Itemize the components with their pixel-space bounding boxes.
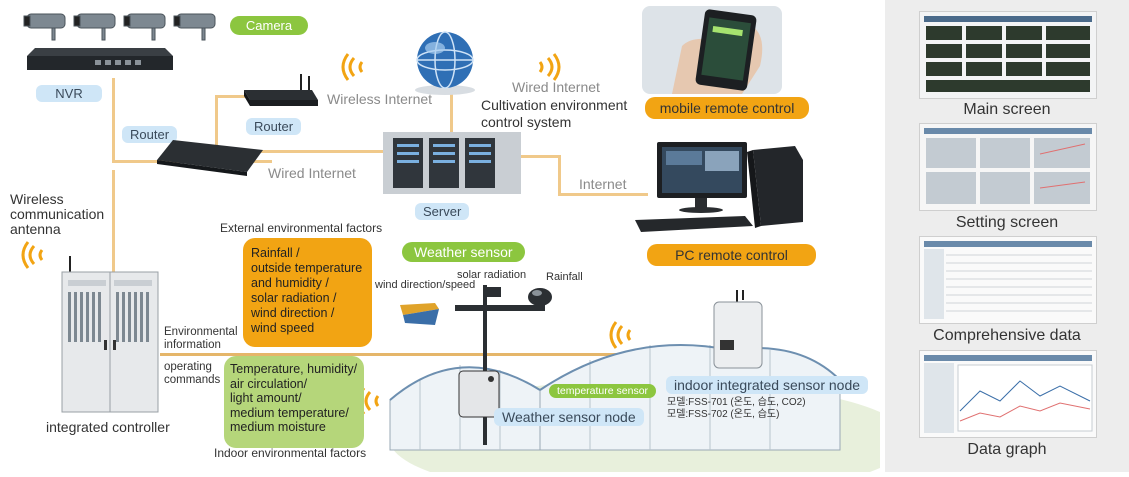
env-info-label-1: Environmental [164, 326, 238, 338]
env-info-label-2: information [164, 339, 221, 351]
nvr-label: NVR [36, 85, 102, 102]
cultivation-label-1: Cultivation environment [481, 97, 628, 113]
external-factor-item: and humidity / [251, 276, 329, 290]
data-graph-thumbnail[interactable] [919, 350, 1097, 438]
connector-line [215, 95, 218, 150]
router-top-device [240, 72, 320, 112]
wired-internet-top-label: Wired Internet [512, 79, 600, 95]
comprehensive-data-thumbnail[interactable] [919, 236, 1097, 324]
main-screen-thumbnail[interactable] [919, 11, 1097, 99]
camera-label: Camera [230, 16, 308, 35]
wifi-icon [340, 52, 380, 82]
weather-station [395, 275, 575, 445]
wind-label: wind direction/speed [375, 279, 476, 291]
weather-node-label: Weather sensor node [494, 408, 644, 426]
integrated-controller-cabinet [60, 256, 160, 414]
pc-remote-label: PC remote control [647, 244, 816, 266]
connector-line [558, 155, 561, 195]
model-line-1: 모델:FSS-701 (온도, 습도, CO2) [667, 397, 806, 408]
pc-image [635, 140, 810, 235]
external-factors-box: Rainfall / outside temperature and humid… [243, 238, 372, 347]
connector-line [215, 95, 245, 98]
phone-image [642, 6, 782, 94]
solar-radiation-label: solar radiation [457, 269, 527, 281]
data-graph-label: Data graph [967, 441, 1047, 458]
comprehensive-data-label: Comprehensive data [933, 327, 1081, 344]
router-top-label: Router [246, 118, 302, 135]
external-factor-item: wind direction / [251, 306, 335, 320]
wireless-antenna-label-2: communication [10, 206, 105, 222]
connector-line [160, 353, 740, 356]
main-screen-label: Main screen [963, 101, 1051, 118]
wifi-icon [522, 52, 562, 82]
screens-panel: Main screen Setting screen Comprehensive… [885, 0, 1129, 472]
setting-screen-thumbnail[interactable] [919, 123, 1097, 211]
external-factor-item: solar radiation / [251, 291, 337, 305]
external-factor-item: outside temperature [251, 261, 363, 275]
wireless-antenna-label-3: antenna [10, 221, 61, 237]
indoor-factor-item: Temperature, humidity/ [230, 362, 358, 376]
rainfall-label: Rainfall [546, 271, 583, 283]
external-factor-item: wind speed [251, 321, 315, 335]
mobile-remote-label: mobile remote control [645, 97, 809, 119]
indoor-factor-item: medium temperature/ [230, 405, 349, 420]
indoor-factors-box: Temperature, humidity/ air circulation/ … [224, 356, 364, 448]
wireless-antenna-label-1: Wireless [10, 191, 64, 207]
connector-line [558, 193, 648, 196]
external-factor-item: Rainfall / [251, 246, 300, 260]
external-factors-label: External environmental factors [220, 221, 383, 235]
weather-sensor-label: Weather sensor [402, 242, 525, 262]
indoor-factor-item: air circulation/ [230, 376, 308, 391]
setting-screen-label: Setting screen [955, 214, 1059, 231]
connector-line [250, 150, 385, 153]
indoor-sensor-device [710, 290, 766, 372]
internet-label: Internet [579, 176, 627, 192]
indoor-factor-item: medium moisture [230, 420, 326, 434]
wired-internet-mid-label: Wired Internet [268, 165, 356, 181]
wireless-internet-label: Wireless Internet [327, 91, 433, 107]
nvr-device [25, 44, 175, 76]
op-cmd-label-2: commands [164, 374, 221, 386]
op-cmd-label-1: operating [164, 361, 212, 373]
connector-line [520, 155, 560, 158]
indoor-node-label: indoor integrated sensor node [666, 376, 869, 394]
greenhouse-scene [370, 290, 910, 477]
globe-icon [405, 28, 485, 98]
connector-line [112, 170, 115, 280]
integrated-controller-label: integrated controller [46, 419, 170, 435]
connector-line [112, 78, 115, 162]
server-label: Server [415, 203, 470, 220]
router-left-label: Router [122, 126, 178, 143]
temperature-sensor-label: temperature sensor [549, 384, 657, 398]
indoor-factors-label: Indoor environmental factors [214, 446, 367, 460]
cameras [22, 8, 222, 44]
indoor-factor-item: light amount/ [230, 391, 302, 405]
wifi-icon [608, 320, 648, 350]
model-line-2: 모델:FSS-702 (온도, 습도) [667, 409, 780, 420]
connector-line [450, 90, 453, 135]
wifi-icon [20, 240, 60, 270]
cultivation-label-2: control system [481, 114, 572, 130]
server-image [383, 132, 521, 194]
router-left-device [155, 138, 265, 178]
